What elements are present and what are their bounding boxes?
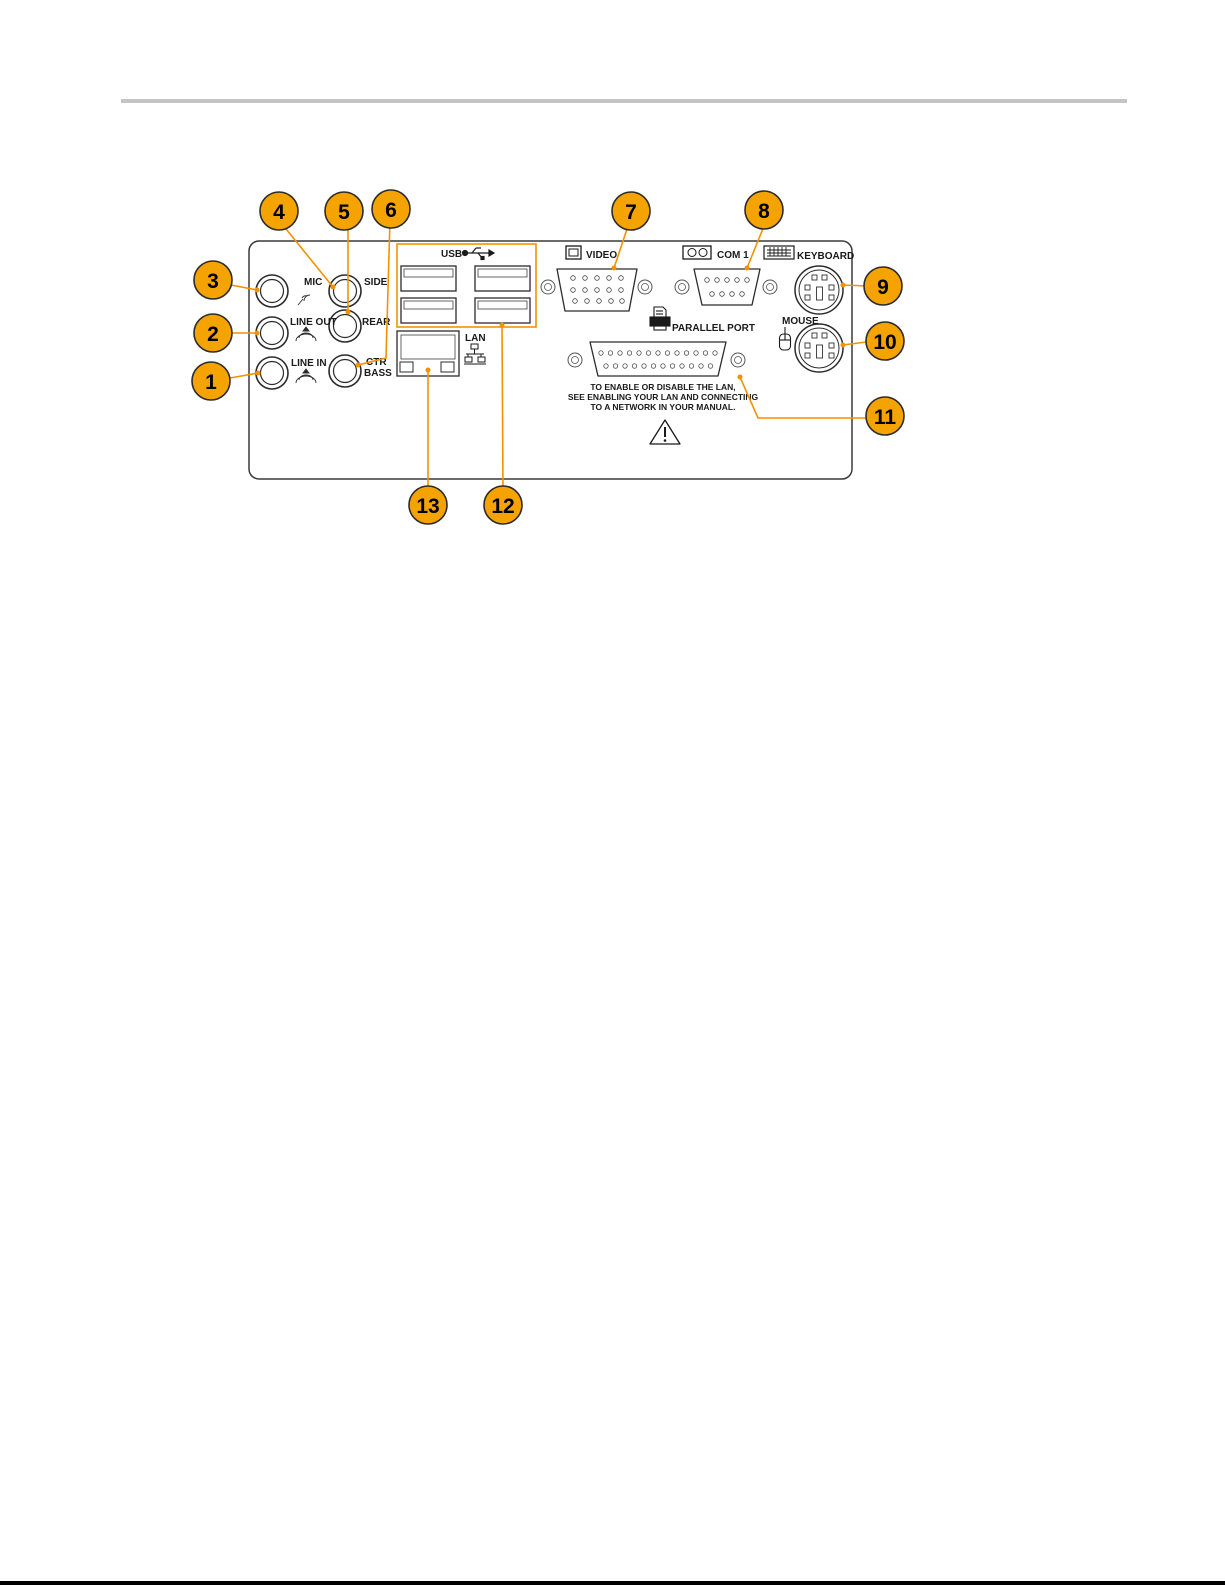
callout-13: 13 bbox=[409, 486, 447, 524]
callout-8: 8 bbox=[745, 191, 783, 229]
svg-text:9: 9 bbox=[877, 276, 889, 299]
lan-note-line-3: TO A NETWORK IN YOUR MANUAL. bbox=[591, 402, 736, 412]
svg-text:11: 11 bbox=[874, 406, 897, 429]
com1-label: COM 1 bbox=[717, 250, 749, 261]
callout-1: 1 bbox=[192, 362, 230, 400]
keyboard-label: KEYBOARD bbox=[797, 251, 854, 262]
svg-text:10: 10 bbox=[873, 331, 896, 354]
lan-note-line-1: TO ENABLE OR DISABLE THE LAN, bbox=[590, 382, 735, 392]
svg-text:6: 6 bbox=[385, 199, 397, 222]
svg-text:13: 13 bbox=[416, 495, 439, 518]
callout-4: 4 bbox=[260, 192, 298, 230]
svg-text:5: 5 bbox=[338, 201, 350, 224]
bass-label: BASS bbox=[364, 368, 392, 379]
callout-5: 5 bbox=[325, 192, 363, 230]
video-label: VIDEO bbox=[586, 250, 617, 261]
callout-12: 12 bbox=[484, 486, 522, 524]
svg-text:3: 3 bbox=[207, 270, 219, 293]
callout-3: 3 bbox=[194, 261, 232, 299]
parallel-port-label: PARALLEL PORT bbox=[672, 323, 755, 334]
callout-10: 10 bbox=[866, 322, 904, 360]
svg-text:4: 4 bbox=[273, 201, 285, 224]
callout-9: 9 bbox=[864, 267, 902, 305]
lan-label: LAN bbox=[465, 333, 486, 344]
usb-label: USB bbox=[441, 249, 462, 260]
callout-2: 2 bbox=[194, 314, 232, 352]
line-out-label: LINE OUT bbox=[290, 317, 337, 328]
svg-text:12: 12 bbox=[491, 495, 514, 518]
footer-rule bbox=[0, 1581, 1225, 1585]
svg-text:2: 2 bbox=[207, 323, 219, 346]
lan-note-line-2: SEE ENABLING YOUR LAN AND CONNECTING bbox=[568, 392, 759, 402]
svg-text:1: 1 bbox=[205, 371, 217, 394]
callout-11: 11 bbox=[866, 397, 904, 435]
svg-text:8: 8 bbox=[758, 200, 770, 223]
svg-text:7: 7 bbox=[625, 201, 637, 224]
callout-6: 6 bbox=[372, 190, 410, 228]
mic-label: MIC bbox=[304, 277, 322, 288]
callout-7: 7 bbox=[612, 192, 650, 230]
line-in-label: LINE IN bbox=[291, 358, 327, 369]
side-label: SIDE bbox=[364, 277, 388, 288]
